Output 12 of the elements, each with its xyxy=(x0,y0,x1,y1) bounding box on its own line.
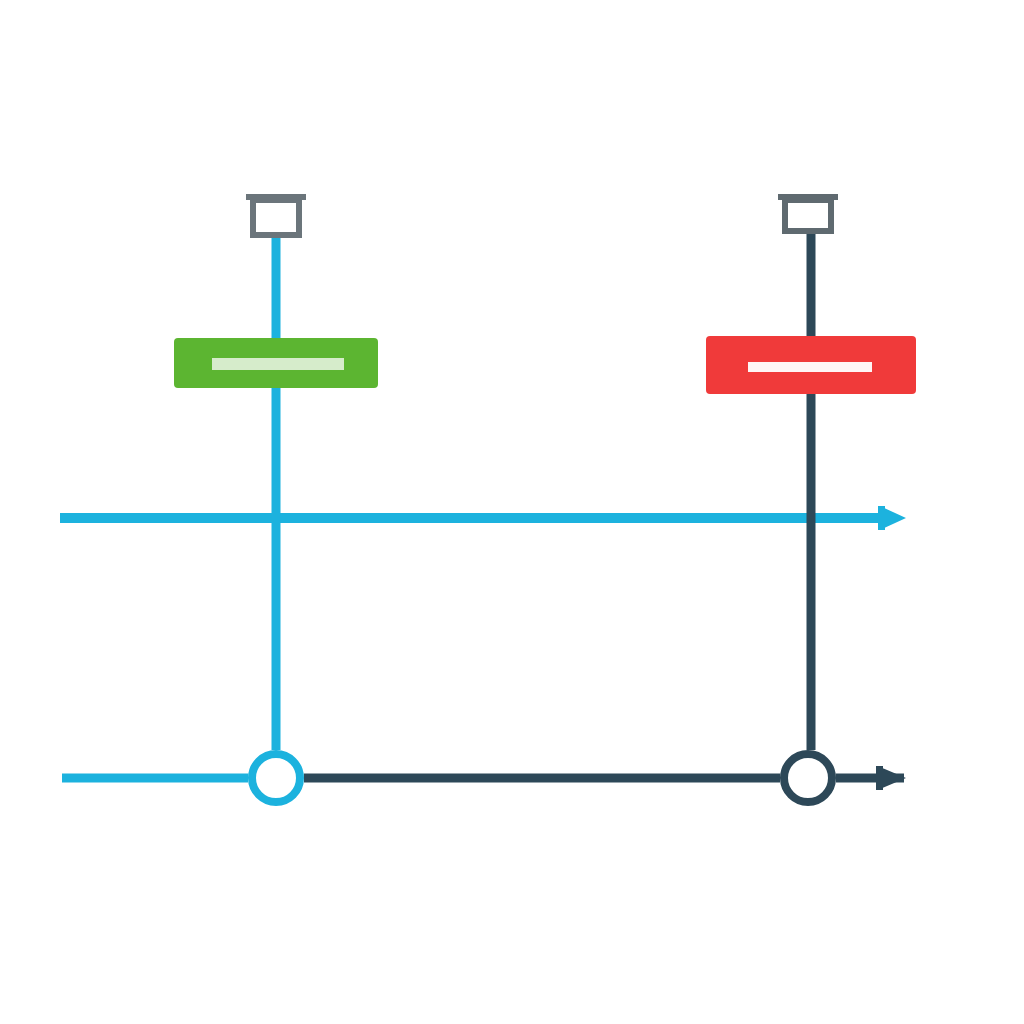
connector-line xyxy=(806,234,816,336)
connector-line xyxy=(62,773,248,783)
empty-box xyxy=(778,194,838,234)
ring-node xyxy=(248,750,304,806)
banner-bar xyxy=(174,338,378,388)
banner-bar xyxy=(706,336,916,394)
ring-node xyxy=(780,750,836,806)
empty-box xyxy=(246,194,306,238)
connector-line xyxy=(271,238,281,338)
connector-line xyxy=(304,773,780,783)
connector-line xyxy=(271,388,281,750)
connector-line xyxy=(806,394,816,750)
